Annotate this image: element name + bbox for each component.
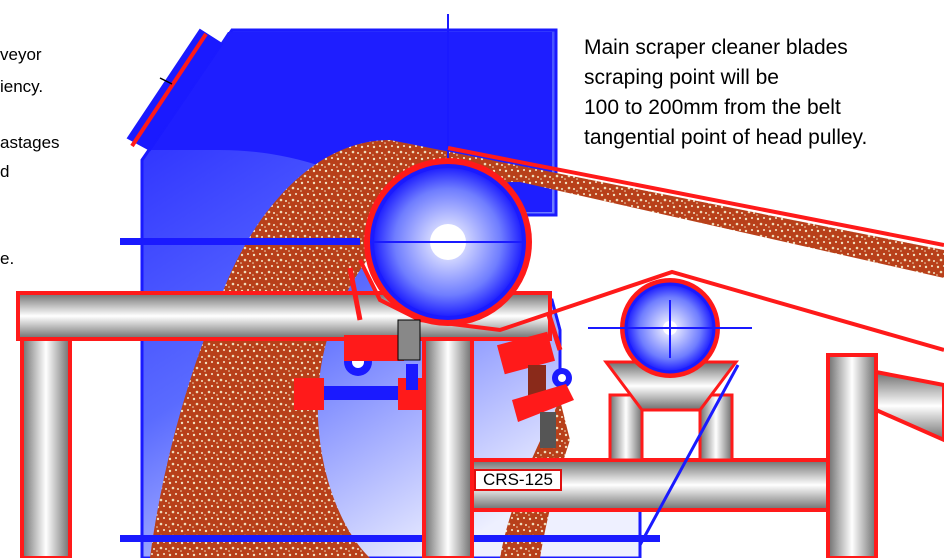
note-line: tangential point of head pulley. [584,126,868,149]
primary-scraper-assembly [294,267,424,410]
model-tag: CRS-125 [474,469,562,491]
frame-leg-right [826,353,878,558]
intro-text-line-1: veyor [0,45,42,64]
intro-text-line-2: iency. [0,77,44,96]
note-line: 100 to 200mm from the belt [584,96,841,119]
snub-support-leg-left [608,393,644,462]
note-line: scraping point will be [584,66,779,89]
intro-text-line-3: astages [0,133,60,152]
frame-leg-center [422,337,474,558]
intro-text-line-4: d [0,162,10,181]
chute-flange-lower [120,535,660,542]
intro-text-line-5: e. [0,249,15,268]
door-handle [159,77,173,85]
diagonal-strut [638,364,740,546]
carry-belt [447,146,944,247]
inspection-door-seal [130,32,208,148]
chute-flange-upper [120,238,360,245]
secondary-scraper-assembly [497,311,574,448]
frame-leg-left [20,337,72,558]
scraper-note: Main scraper cleaner blades scraping poi… [584,33,867,153]
frame-brace-right [874,369,944,443]
note-line: Main scraper cleaner blades [584,36,848,59]
